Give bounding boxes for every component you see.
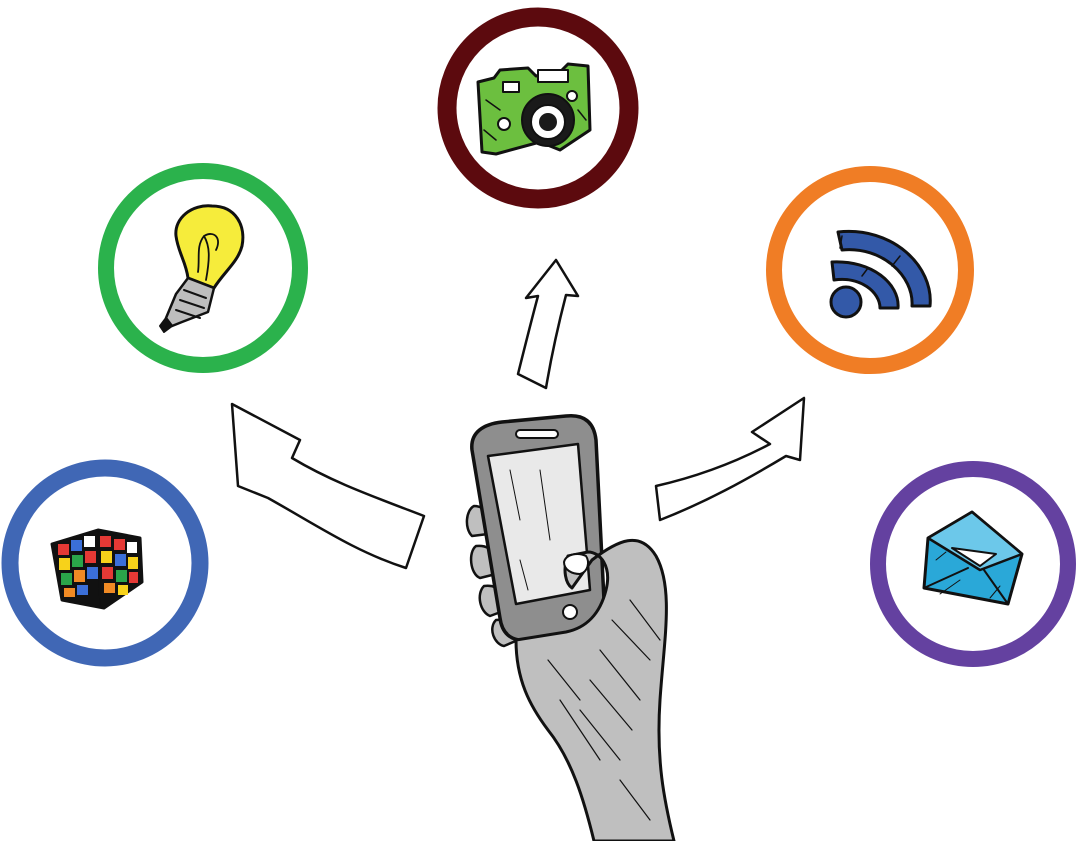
lightbulb-ring[interactable]	[98, 163, 308, 373]
arrow-to-camera	[516, 258, 580, 390]
envelope-icon	[922, 510, 1024, 606]
lightbulb-icon	[159, 204, 245, 333]
arrow-to-rss	[654, 396, 806, 522]
rss-ring[interactable]	[766, 166, 974, 374]
rubiks-cube-ring[interactable]	[1, 459, 209, 667]
rss-feed-icon	[829, 229, 932, 319]
camera-ring[interactable]	[437, 7, 639, 209]
camera-icon	[476, 62, 592, 156]
rubiks-cube-icon	[50, 528, 144, 610]
hand-holding-phone	[465, 413, 676, 841]
arrow-to-lightbulb	[230, 402, 426, 570]
envelope-ring[interactable]	[870, 461, 1076, 667]
hand-palm	[514, 538, 676, 841]
